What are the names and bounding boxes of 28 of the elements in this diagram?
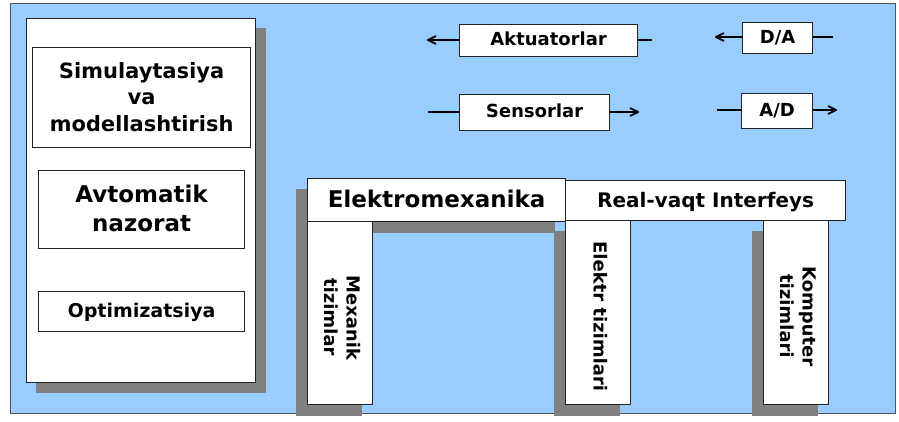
label-box xyxy=(38,170,245,249)
label-box xyxy=(32,47,251,148)
box-label: D/A xyxy=(758,26,796,50)
line xyxy=(638,39,652,41)
label-box xyxy=(565,180,846,221)
arrow xyxy=(813,105,837,115)
box-label: Simulaytasiya va modellashtirish xyxy=(48,58,234,137)
box-label: Aktuatorlar xyxy=(489,29,608,52)
box-label: Real-vaqt Interfeys xyxy=(596,188,815,213)
arrow xyxy=(427,35,459,45)
arrow xyxy=(610,107,639,117)
box-label: Elektromexanika xyxy=(326,186,546,214)
box-label: Komputer tizimlari xyxy=(774,264,818,368)
box-label: Optimizatsiya xyxy=(66,300,216,324)
line xyxy=(813,36,833,38)
box-label: A/D xyxy=(758,100,796,122)
box-label: Mexanik tizimlar xyxy=(318,274,362,362)
box-label: Sensorlar xyxy=(484,101,584,124)
line xyxy=(717,109,741,111)
line xyxy=(428,111,459,113)
label-box xyxy=(742,22,813,54)
box-label: Avtomatik nazorat xyxy=(74,180,209,238)
label-box xyxy=(38,291,245,332)
label-box xyxy=(459,94,610,131)
box-label: Elektr tizimlari xyxy=(587,241,610,391)
arrow xyxy=(715,32,742,42)
label-box xyxy=(741,93,813,129)
label-box xyxy=(459,24,638,57)
